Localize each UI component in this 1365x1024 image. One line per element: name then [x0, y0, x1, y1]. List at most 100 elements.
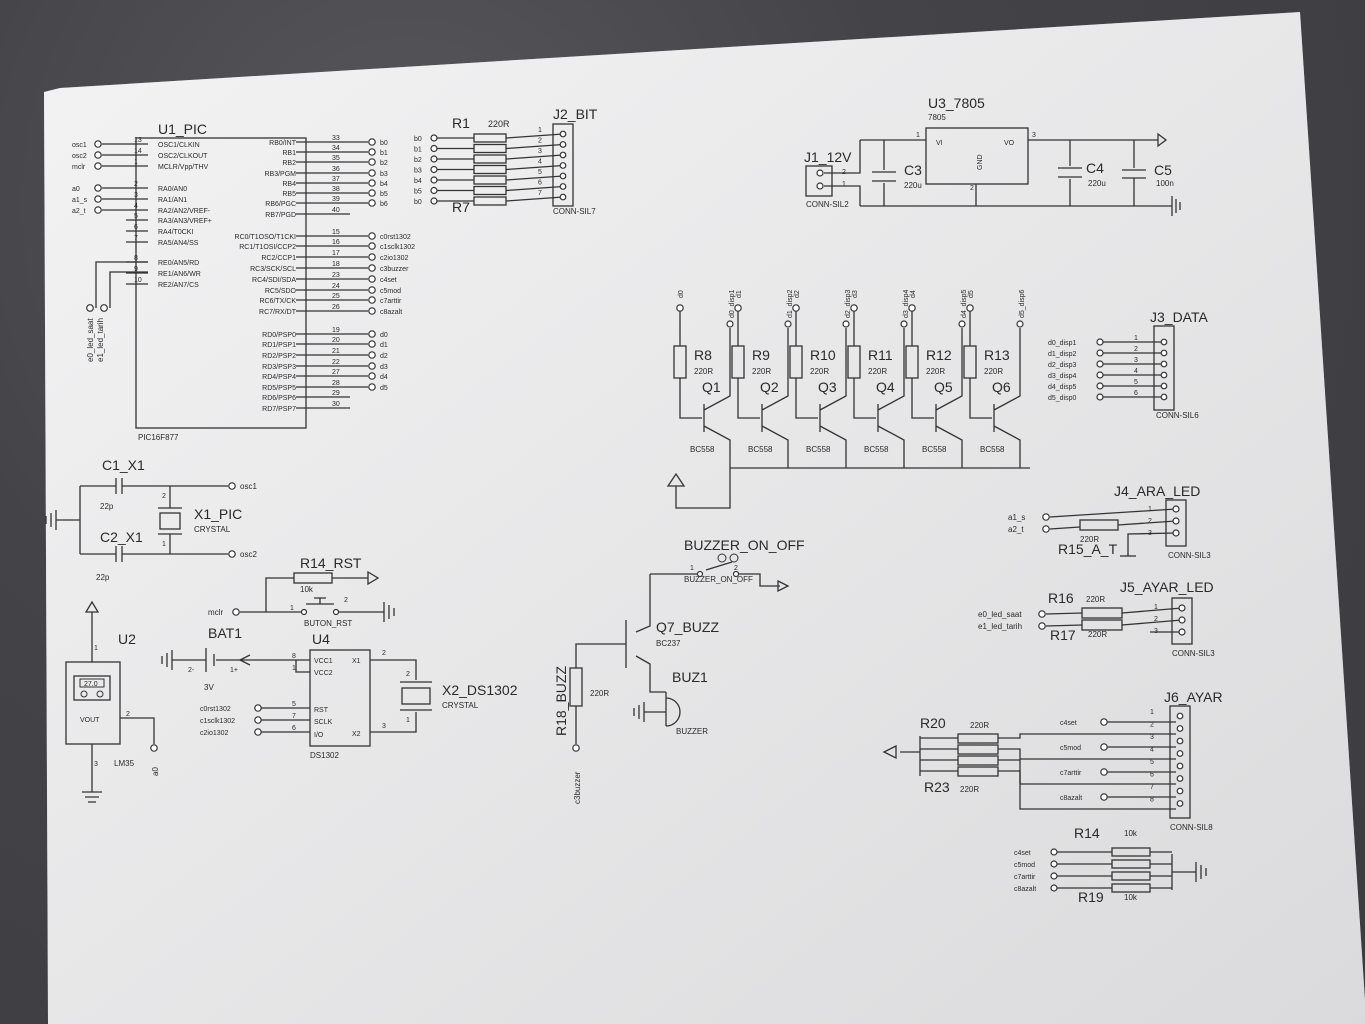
j6-resistor-wire	[920, 733, 1176, 739]
u1-right-pin-number: 30	[332, 401, 340, 408]
u2-p1: 1	[94, 645, 98, 652]
r20-label: R20	[920, 715, 946, 731]
u2-part: LM35	[114, 759, 135, 768]
j2-pin-number: 7	[538, 190, 542, 197]
pin-mclr	[232, 608, 240, 616]
j1-pin1-num: 1	[842, 181, 846, 188]
u1-left-net-pin	[94, 206, 102, 214]
c3-label: C3	[904, 162, 922, 178]
u1-right-net-label: d0	[380, 332, 388, 339]
u1-left-pin-number: 7	[134, 235, 138, 242]
j3-net-pin	[1096, 393, 1104, 401]
vcc-arrow-lm35	[84, 600, 100, 613]
driver-r-label: R11	[868, 347, 893, 363]
u1-right-net-label: d1	[380, 342, 388, 349]
u4-x1: X1	[352, 658, 361, 665]
pin-e0-led-saat-j5	[1038, 610, 1046, 618]
x2-p1: 1	[406, 717, 410, 724]
driver-q-part: BC558	[748, 445, 773, 454]
u2-display	[73, 675, 111, 701]
switch-p1: 1	[690, 565, 694, 572]
u1-left-pin-number: 14	[134, 148, 142, 155]
driver-disp-label: d1_disp2	[787, 289, 794, 318]
x2-label: X2_DS1302	[442, 682, 518, 698]
u4-label: U4	[312, 631, 330, 647]
x1-leads	[158, 486, 182, 554]
ground-symbol-lm35	[82, 791, 102, 803]
u1-left-pin-name: RA1/AN1	[158, 197, 187, 204]
j1-label: J1_12V	[804, 149, 852, 165]
driver-r-label: R13	[984, 347, 1010, 363]
j6-pin-number: 6	[1150, 772, 1154, 779]
j4-part: CONN-SIL3	[1168, 551, 1211, 560]
u1-right-pin-number: 18	[332, 261, 340, 268]
pulldown-block: R14 10k R19 10k c4setc5modc7arttirc8azal…	[1014, 825, 1207, 905]
u1-right-pin-name: RB5	[282, 191, 296, 198]
j6-block: J6_AYAR CONN-SIL8 R20 R23 220R 220R 1234…	[882, 689, 1223, 832]
j6-pin	[1176, 762, 1184, 770]
bat-minus: 2-	[188, 667, 195, 674]
r1-net-label: b4	[414, 178, 422, 185]
r1-net-pin	[430, 197, 438, 205]
pin-osc1	[228, 482, 236, 490]
net-e1-led-tarih: e1_led_tarih	[96, 318, 105, 362]
j6-net-pin	[1100, 768, 1108, 776]
buz1-label: BUZ1	[672, 669, 708, 685]
battery-symbol	[161, 648, 240, 672]
u1-right-net-pin	[368, 179, 376, 187]
driver-resistor	[673, 345, 687, 379]
r15-value: 220R	[1080, 535, 1099, 544]
u1-right-pin-number: 28	[332, 380, 340, 387]
j5-pin2	[1178, 616, 1186, 624]
pulldown-net-pin	[1050, 872, 1058, 880]
j4-body	[1165, 499, 1187, 547]
j6-resistor-wire	[920, 748, 1176, 760]
buzzer-net: c3buzzer	[573, 771, 582, 804]
j3-pin	[1160, 371, 1168, 379]
r16-label: R16	[1048, 590, 1074, 606]
r14pd-label: R14	[1074, 825, 1100, 841]
pin-c3buzzer-buzz	[572, 744, 580, 752]
j6-resistor-wire	[920, 770, 1176, 810]
u1-right-net-pin	[368, 362, 376, 370]
r1-net-pin	[430, 144, 438, 153]
u2-button-down[interactable]	[80, 690, 88, 698]
j3-pin	[1160, 338, 1168, 346]
u1-right-pin-number: 29	[332, 390, 340, 397]
u1-right-pin-name: RC3/SCK/SCL	[250, 266, 296, 273]
r19-value: 10k	[1124, 893, 1138, 902]
u1-right-net-label: b2	[380, 160, 388, 167]
j6-pin-number: 1	[1150, 709, 1154, 716]
r1-end-label: R7	[452, 199, 470, 215]
u1-right-pin-number: 40	[332, 207, 340, 214]
j6-pin-number: 2	[1150, 722, 1154, 729]
u1-right-net-pin	[368, 330, 376, 338]
u2-button-up[interactable]	[96, 690, 104, 698]
u1-right-pin-number: 17	[332, 250, 340, 257]
u1-left-pin-name: RE1/AN6/WR	[158, 271, 201, 278]
u1-left-pin-name: RE0/AN5/RD	[158, 260, 199, 267]
r15-label: R15_A_T	[1058, 541, 1118, 557]
u3-gnd: GND	[977, 154, 984, 170]
j6-label: J6_AYAR	[1164, 689, 1223, 705]
u2-reading: 27.0	[84, 681, 98, 688]
j4-net-a1: a1_s	[1008, 513, 1025, 522]
u1-right-pin-number: 27	[332, 369, 340, 376]
u1-left-pin-number: 9	[134, 266, 138, 273]
j4-p3: 3	[1148, 530, 1152, 537]
j5-net-e1: e1_led_tarih	[978, 622, 1022, 631]
u1-right-net-pin	[368, 383, 376, 391]
j2-part: CONN-SIL7	[553, 207, 596, 216]
button-contact1	[300, 608, 308, 616]
j5-pin3	[1178, 628, 1186, 636]
u2-vout: VOUT	[80, 717, 100, 724]
u1-left-pin-number: 8	[134, 255, 138, 262]
wire-j1	[824, 140, 861, 206]
r18-label: R18_BUZZ	[553, 666, 569, 736]
u3-label: U3_7805	[928, 95, 985, 111]
u4-crystal-wires	[370, 659, 417, 733]
j4-p2: 2	[1148, 518, 1152, 525]
j3-pin-number: 3	[1134, 357, 1138, 364]
